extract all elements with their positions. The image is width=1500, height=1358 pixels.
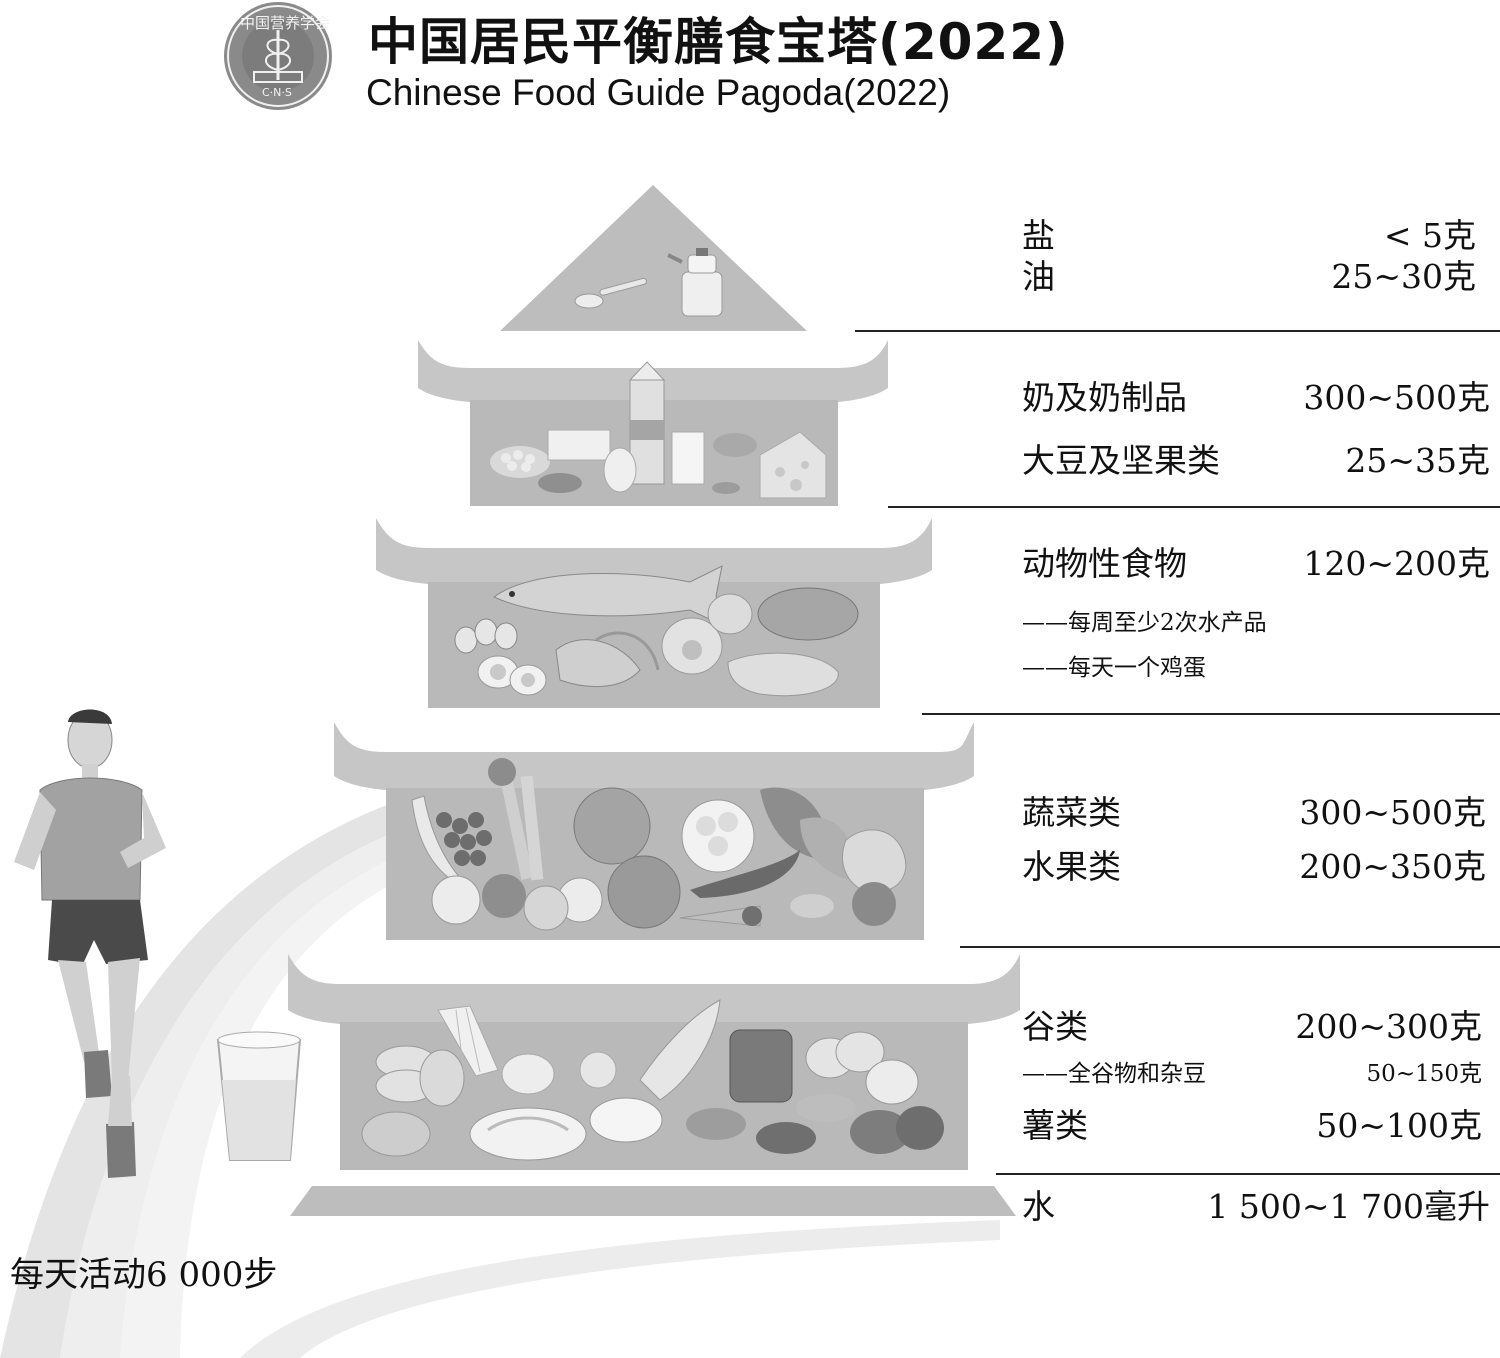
animal-amount: 120~200克 [1303, 544, 1490, 583]
salt-amount: < 5克 [1383, 216, 1476, 255]
fruit-label: 水果类 [1022, 847, 1121, 886]
corn-icon [639, 999, 721, 1101]
meat-icon [757, 587, 859, 641]
water-label: 水 [1022, 1187, 1055, 1226]
milk-glass-icon [671, 431, 705, 485]
salt-spoon-icon [574, 277, 647, 309]
bread-rolls-icon [375, 1045, 465, 1107]
dumplings-icon [469, 1107, 587, 1161]
tier-dairy-soy-shape [418, 340, 888, 506]
logo-abbr: C·N·S [262, 86, 292, 99]
almonds-icon [712, 433, 757, 494]
cns-logo [224, 2, 332, 110]
fruit-amount: 200~350克 [1299, 847, 1486, 886]
logo-ring-text: 中国营养学会 [240, 14, 331, 32]
salt-label: 盐 [1022, 216, 1055, 255]
tofu-icon [547, 429, 611, 461]
soybeans-icon [490, 446, 550, 478]
sweet-potato-icon [850, 1106, 944, 1154]
pepper-icon [690, 829, 907, 898]
aquatic-note: ——每周至少2次水产品 [1022, 610, 1267, 636]
soy-nuts-label: 大豆及坚果类 [1022, 441, 1220, 480]
divider-animal [922, 713, 1500, 715]
tier-veg-fruit-shape [334, 722, 974, 940]
scallop-icon [661, 593, 753, 675]
wheat-emblem-icon [253, 30, 303, 83]
page-title: 中国居民平衡膳食宝塔(2022) [368, 13, 1069, 71]
pagoda-base [290, 1186, 1016, 1216]
tomato-icon [852, 882, 896, 926]
celery-icon [488, 758, 544, 881]
pancakes-icon [805, 1031, 919, 1105]
carrot-icon [679, 905, 762, 927]
tubers-amount: 50~100克 [1316, 1106, 1482, 1145]
shrimp-icon [555, 631, 660, 688]
oil-label: 油 [1022, 257, 1055, 296]
orange-icon [523, 885, 569, 931]
tier-salt-oil-shape [500, 185, 807, 331]
chicken-leg-icon [727, 652, 839, 697]
dairy-amount: 300~500克 [1303, 378, 1490, 417]
divider-veg-fruit [960, 946, 1500, 948]
animal-label: 动物性食物 [1022, 544, 1187, 583]
nuts-icon [538, 473, 582, 493]
beans-icon [686, 1094, 856, 1154]
quail-eggs-icon [454, 618, 518, 654]
whole-wheat-bread-icon [729, 1029, 793, 1103]
fish-icon [493, 565, 725, 627]
divider-grains [996, 1173, 1500, 1175]
mushroom-icon [790, 894, 834, 918]
grapes-icon [436, 812, 492, 866]
grains-amount: 200~300克 [1295, 1007, 1482, 1046]
tier-animal-shape [376, 518, 932, 708]
vegetable-amount: 300~500克 [1299, 793, 1486, 832]
leafy-greens-icon [760, 787, 852, 880]
apple-icon [431, 875, 603, 925]
egg-note: ——每天一个鸡蛋 [1022, 655, 1206, 681]
kiwi-icon [482, 874, 526, 918]
oil-pot-icon [667, 248, 723, 317]
tier-grains-shape [288, 954, 1020, 1170]
milk-carton-icon [628, 361, 666, 485]
grains-label: 谷类 [1022, 1007, 1088, 1046]
running-track-icon [0, 800, 1000, 1358]
rice-bowl-icon [589, 1097, 663, 1143]
divider-salt-oil [855, 330, 1500, 332]
cauliflower-icon [681, 799, 755, 873]
whole-grain-amount: 50~150克 [1366, 1061, 1482, 1087]
activity-label: 每天活动6 000步 [10, 1255, 278, 1295]
cabbage-icon [573, 787, 681, 929]
runner-icon [14, 709, 166, 1178]
tubers-label: 薯类 [1022, 1106, 1088, 1145]
egg-icon [477, 655, 547, 696]
noodles-icon [437, 1005, 499, 1077]
oil-amount: 25~30克 [1331, 257, 1476, 296]
potato-icon [361, 1111, 431, 1157]
soy-nuts-amount: 25~35克 [1345, 441, 1490, 480]
steamed-bun-icon [501, 1051, 617, 1095]
cheese-icon [759, 431, 827, 499]
divider-dairy-soy [888, 506, 1500, 508]
vegetable-label: 蔬菜类 [1022, 793, 1121, 832]
dairy-label: 奶及奶制品 [1022, 378, 1187, 417]
whole-grain-note: ——全谷物和杂豆 [1022, 1061, 1206, 1087]
water-amount: 1 500~1 700毫升 [1207, 1187, 1490, 1226]
page-subtitle: Chinese Food Guide Pagoda(2022) [366, 72, 951, 113]
water-glass-icon [216, 1031, 302, 1161]
yogurt-icon [603, 447, 637, 493]
